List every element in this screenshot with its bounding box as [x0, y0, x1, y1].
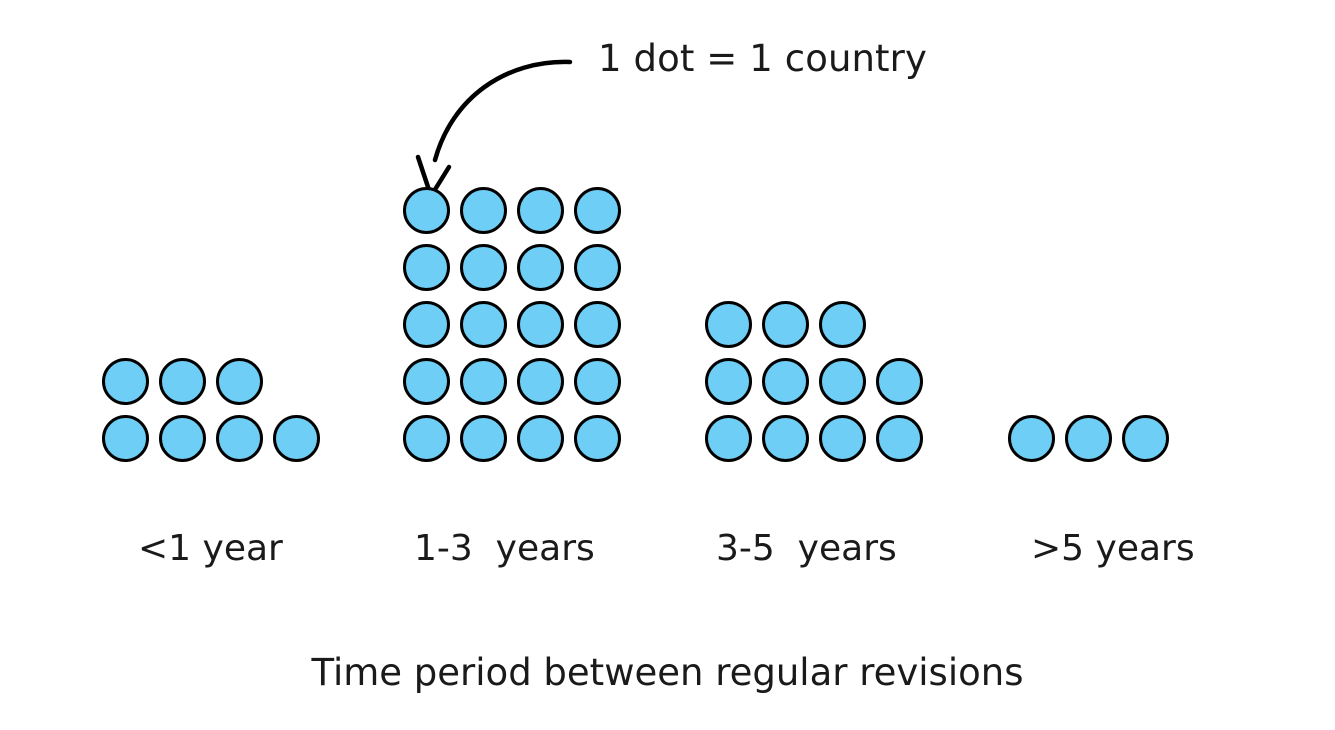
dot	[1065, 415, 1112, 462]
dot-row	[403, 353, 631, 410]
dot	[574, 415, 621, 462]
x-axis-caption: Time period between regular revisions	[311, 651, 1024, 694]
annotation-label: 1 dot = 1 country	[598, 37, 927, 80]
dot-row	[705, 353, 933, 410]
dot	[762, 415, 809, 462]
dot	[819, 358, 866, 405]
dot	[102, 358, 149, 405]
dot	[517, 244, 564, 291]
dot-row	[403, 410, 631, 467]
dot-row	[102, 410, 330, 467]
dot-group-lt1-year	[102, 353, 330, 467]
dot-row	[102, 353, 330, 410]
dot	[705, 415, 752, 462]
group-label-gt5-years: >5 years	[1031, 528, 1195, 569]
dot	[819, 301, 866, 348]
dot-row	[1008, 410, 1179, 467]
dot	[574, 244, 621, 291]
dot	[102, 415, 149, 462]
dot	[403, 244, 450, 291]
dot	[819, 415, 866, 462]
dot	[273, 415, 320, 462]
dot	[1008, 415, 1055, 462]
dot-group-1-3-years	[403, 182, 631, 467]
dot-row	[403, 239, 631, 296]
dot	[876, 358, 923, 405]
group-label-1-3-years: 1-3 years	[414, 528, 595, 569]
dot	[517, 358, 564, 405]
dot	[460, 301, 507, 348]
dot-row	[403, 296, 631, 353]
dot	[403, 358, 450, 405]
dot	[574, 301, 621, 348]
dot	[705, 301, 752, 348]
dot	[159, 358, 206, 405]
dot-group-gt5-years	[1008, 410, 1179, 467]
dot	[517, 301, 564, 348]
dot	[460, 244, 507, 291]
dot-group-3-5-years	[705, 296, 933, 467]
dot	[762, 301, 809, 348]
dot	[460, 358, 507, 405]
group-label-lt1-year: <1 year	[138, 528, 283, 569]
dot	[762, 358, 809, 405]
dot	[403, 187, 450, 234]
dot	[460, 415, 507, 462]
dot	[574, 358, 621, 405]
dot	[460, 187, 507, 234]
dot	[403, 415, 450, 462]
dot	[216, 415, 263, 462]
dot	[216, 358, 263, 405]
dot-row	[403, 182, 631, 239]
dot-row	[705, 410, 933, 467]
dot	[517, 415, 564, 462]
dot	[574, 187, 621, 234]
dot	[159, 415, 206, 462]
dot-row	[705, 296, 933, 353]
dot	[876, 415, 923, 462]
dot	[517, 187, 564, 234]
dot	[705, 358, 752, 405]
dot	[1122, 415, 1169, 462]
group-label-3-5-years: 3-5 years	[716, 528, 897, 569]
dot	[403, 301, 450, 348]
